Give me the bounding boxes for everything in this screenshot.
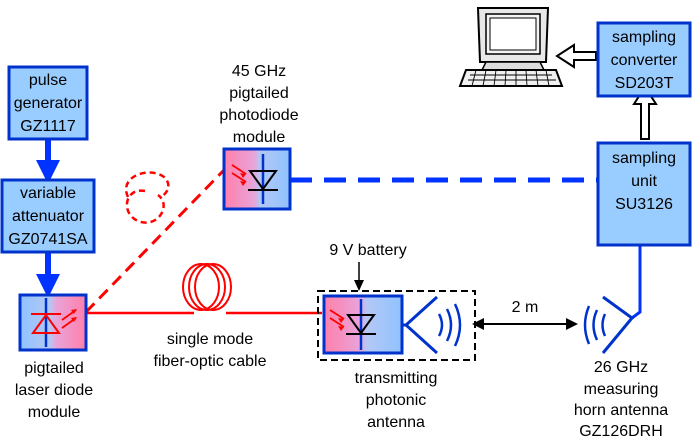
pulse-generator-block[interactable]: pulse generator GZ1117: [7, 65, 89, 141]
svg-text:module: module: [233, 129, 286, 146]
svg-text:horn antenna: horn antenna: [574, 402, 668, 419]
svg-text:transmitting: transmitting: [355, 370, 438, 387]
sampling-converter-label-1: sampling: [612, 29, 676, 46]
photodiode-module[interactable]: [222, 147, 292, 211]
transmitting-antenna-assembly[interactable]: [317, 290, 476, 361]
photodiode-caption: 45 GHz pigtailed photodiode module: [219, 63, 298, 146]
laser-diode-icon: [31, 298, 77, 347]
computer-icon[interactable]: [458, 7, 564, 87]
laser-caption: pigtailed laser diode module: [15, 360, 93, 421]
svg-text:antenna: antenna: [367, 414, 425, 431]
variable-attenuator-label-2: attenuator: [12, 208, 85, 225]
fiber-caption: single mode fiber-optic cable: [154, 331, 267, 370]
distance-label: 2 m: [512, 299, 539, 316]
wave-arcs-icon: [437, 303, 462, 347]
fiber-dashed-laser-to-photodiode: [84, 168, 226, 314]
sampling-unit-label-1: sampling: [612, 150, 676, 167]
photodiode-icon: [231, 154, 278, 204]
variable-attenuator-label-3: GZ0741SA: [8, 231, 87, 248]
svg-text:pigtailed: pigtailed: [229, 85, 289, 102]
svg-text:fiber-optic cable: fiber-optic cable: [154, 353, 267, 370]
sampling-unit-label-3: SU3126: [615, 196, 673, 213]
svg-text:photonic: photonic: [366, 392, 427, 409]
pulse-generator-label-2: generator: [14, 95, 83, 112]
distance-arrow: [472, 318, 578, 330]
wave-arcs-icon: [583, 305, 607, 345]
arrow-converter-to-computer: [555, 43, 597, 69]
laser-diode-module[interactable]: [18, 293, 88, 352]
fiber-dashed-loop-icon: [124, 171, 170, 224]
battery-label: 9 V battery: [329, 242, 406, 259]
sampling-unit-label-2: unit: [631, 173, 657, 190]
pulse-generator-label-3: GZ1117: [20, 118, 76, 135]
sampling-unit-block[interactable]: sampling unit SU3126: [596, 141, 692, 247]
variable-attenuator-label-1: variable: [20, 185, 76, 202]
svg-text:laser diode: laser diode: [15, 382, 93, 399]
svg-text:photodiode: photodiode: [219, 107, 298, 124]
svg-text:26 GHz: 26 GHz: [594, 359, 648, 376]
photodiode-icon: [329, 299, 376, 350]
wire-horn-to-sampling-unit: [631, 246, 642, 320]
horn-antenna-icon: [601, 295, 635, 354]
horn-antenna-icon: [402, 295, 439, 355]
svg-text:GZ126DRH: GZ126DRH: [579, 423, 663, 440]
svg-text:pigtailed: pigtailed: [24, 360, 84, 377]
receiving-horn-antenna[interactable]: [583, 295, 635, 354]
fiber-coil-icon: [182, 263, 232, 311]
pulse-generator-label-1: pulse: [29, 72, 67, 89]
svg-text:measuring: measuring: [584, 381, 659, 398]
svg-text:module: module: [28, 404, 81, 421]
sampling-converter-label-2: converter: [611, 52, 678, 69]
svg-text:45 GHz: 45 GHz: [232, 63, 286, 80]
horn-caption: 26 GHz measuring horn antenna GZ126DRH: [574, 359, 668, 440]
sampling-converter-label-3: SD203T: [615, 75, 674, 92]
variable-attenuator-block[interactable]: variable attenuator GZ0741SA: [0, 178, 96, 254]
sampling-converter-block[interactable]: sampling converter SD203T: [596, 21, 692, 98]
svg-text:single mode: single mode: [167, 331, 253, 348]
antenna-caption: transmitting photonic antenna: [355, 370, 438, 431]
